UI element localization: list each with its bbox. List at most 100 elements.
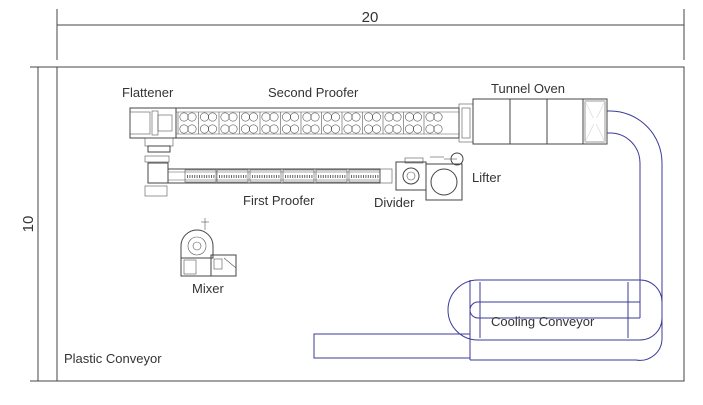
- first-proofer-dot: [318, 175, 319, 178]
- proofer-tray-circle: [363, 124, 373, 134]
- first-proofer-dot: [375, 175, 376, 178]
- flattener-machine: [129, 107, 177, 139]
- proofer-tray-circle: [330, 112, 340, 122]
- flattener-transfer: [144, 137, 174, 197]
- width-label: 20: [362, 9, 379, 26]
- first-proofer-dot: [191, 175, 193, 178]
- first-proofer-dot: [208, 175, 210, 178]
- oven-infeed-connector: [458, 103, 474, 143]
- first-proofer-dot: [330, 175, 331, 178]
- proofer-tray-circle: [241, 124, 251, 134]
- first-proofer-dot: [206, 175, 208, 178]
- proofer-tray-circle: [363, 112, 373, 122]
- first-proofer-dot: [294, 175, 296, 178]
- first-proofer-label: First Proofer: [243, 193, 315, 208]
- proofer-tray-circle: [351, 112, 361, 122]
- proofer-tray-circle: [404, 112, 414, 122]
- proofer-tray-circle: [433, 112, 443, 122]
- proofer-tray-circle: [200, 112, 210, 122]
- proofer-tray-circle: [200, 124, 210, 134]
- first-proofer-dot: [221, 175, 223, 178]
- first-proofer-dot: [351, 175, 352, 178]
- plastic-conveyor: [313, 318, 663, 361]
- floor-boundary: [56, 66, 685, 382]
- second-proofer-machine: [175, 107, 460, 139]
- first-proofer-dot: [201, 175, 203, 178]
- first-proofer-dot: [292, 175, 294, 178]
- first-proofer-dot: [203, 175, 205, 178]
- first-proofer-dot: [332, 175, 334, 178]
- first-proofer-dot: [256, 175, 258, 178]
- first-proofer-dot: [223, 175, 225, 178]
- first-proofer-dot: [261, 175, 263, 178]
- proofer-tray-circle: [392, 112, 402, 122]
- proofer-tray-circle: [371, 112, 381, 122]
- first-proofer-dot: [240, 175, 242, 178]
- first-proofer-dot: [322, 175, 324, 178]
- first-proofer-dot: [278, 175, 280, 178]
- first-proofer-dot: [358, 175, 360, 178]
- cooling-conveyor-label: Cooling Conveyor: [491, 314, 595, 329]
- proofer-tray-circle: [281, 112, 291, 122]
- height-label: 10: [20, 216, 37, 233]
- first-proofer-dot: [271, 175, 273, 178]
- first-proofer-dot: [213, 175, 215, 178]
- first-proofer-dot: [259, 175, 261, 178]
- first-proofer-dot: [325, 175, 327, 178]
- flattener-label: Flattener: [122, 85, 174, 100]
- second-proofer-label: Second Proofer: [268, 85, 359, 100]
- proofer-tray-circle: [392, 124, 402, 134]
- first-proofer-dot: [273, 175, 275, 178]
- proofer-tray-circle: [220, 112, 230, 122]
- first-proofer-dot: [211, 175, 212, 178]
- lifter-machine: [425, 152, 464, 201]
- first-proofer-dot: [235, 175, 237, 178]
- first-proofer-dot: [301, 175, 303, 178]
- proofer-tray-circle: [384, 124, 394, 134]
- tunnel-oven-machine: [472, 98, 608, 145]
- proofer-tray-circle: [412, 112, 422, 122]
- proofer-tray-circle: [208, 112, 218, 122]
- first-proofer-dot: [344, 175, 346, 178]
- proofer-tray-circle: [322, 124, 332, 134]
- first-proofer-dot: [289, 175, 291, 178]
- first-proofer-dot: [337, 175, 339, 178]
- proofer-tray-circle: [228, 112, 238, 122]
- first-proofer-dot: [187, 175, 188, 178]
- proofer-tray-circle: [433, 124, 443, 134]
- first-proofer-dot: [245, 175, 247, 178]
- divider-label: Divider: [374, 195, 415, 210]
- first-proofer-dot: [297, 175, 298, 178]
- plastic-conveyor-label: Plastic Conveyor: [64, 351, 162, 366]
- first-proofer-dot: [196, 175, 198, 178]
- proofer-tray-circle: [228, 124, 238, 134]
- first-proofer-dot: [268, 175, 270, 178]
- divider-machine: [379, 157, 427, 191]
- first-proofer-dot: [360, 175, 362, 178]
- first-proofer-dot: [342, 175, 343, 178]
- proofer-tray-circle: [241, 112, 251, 122]
- first-proofer-dot: [355, 175, 357, 178]
- first-proofer-dot: [276, 175, 277, 178]
- first-proofer-dot: [327, 175, 329, 178]
- proofer-tray-circle: [269, 112, 279, 122]
- second-proofer-trays: [177, 112, 443, 134]
- first-proofer-dot: [287, 175, 289, 178]
- first-proofer-dot: [339, 175, 341, 178]
- tunnel-oven-label: Tunnel Oven: [491, 81, 565, 96]
- proofer-tray-circle: [261, 112, 271, 122]
- proofer-tray-circle: [384, 112, 394, 122]
- cooling-conveyor: [447, 110, 663, 360]
- proofer-tray-circle: [187, 124, 197, 134]
- first-proofer-dot: [219, 175, 220, 178]
- first-proofer-dot: [306, 175, 308, 178]
- proofer-tray-circle: [187, 112, 197, 122]
- proofer-tray-circle: [302, 112, 312, 122]
- first-proofer-dot: [367, 175, 369, 178]
- proofer-tray-circle: [371, 124, 381, 134]
- height-dimension: 10: [20, 66, 57, 382]
- proofer-tray-circle: [404, 124, 414, 134]
- first-proofer-dot: [254, 175, 256, 178]
- first-proofer-segment: [282, 169, 315, 183]
- proofer-tray-circle: [289, 112, 299, 122]
